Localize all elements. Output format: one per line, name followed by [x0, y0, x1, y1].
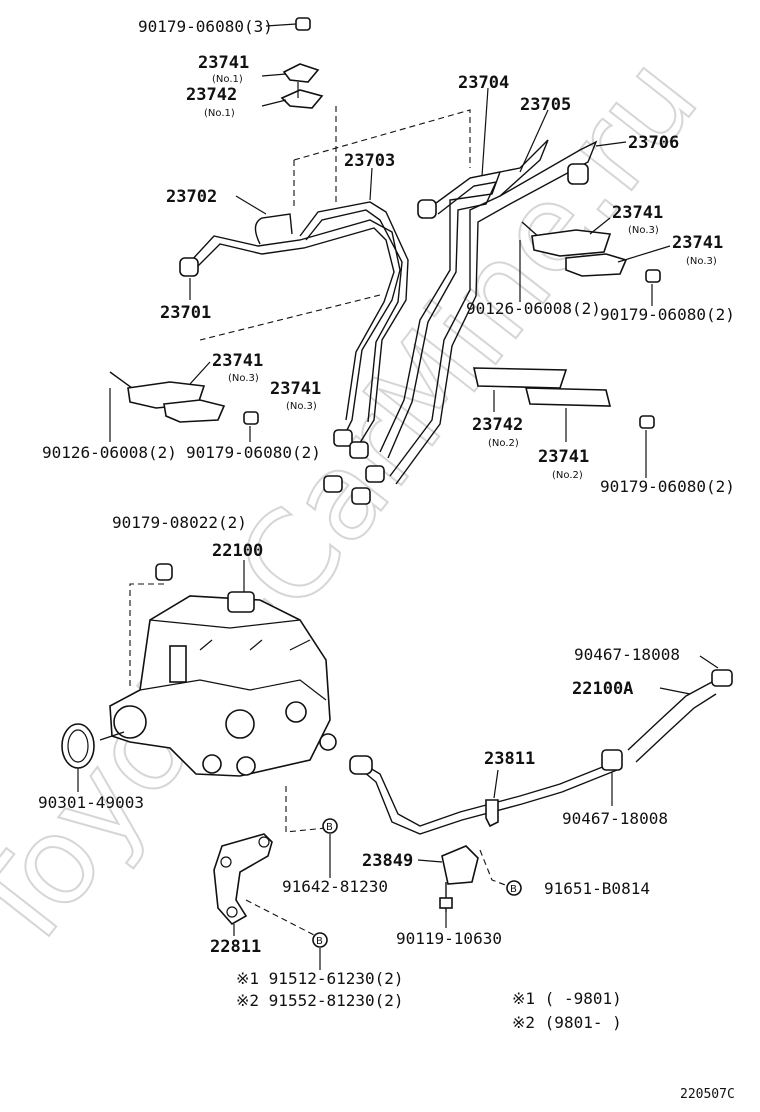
pipe-end-nut — [323, 475, 343, 493]
pipe-end-nut — [179, 257, 199, 277]
pipe-end-nut — [417, 199, 437, 219]
bracket-22811 — [213, 833, 273, 926]
label-90179-06080-left: 90179-06080(2) — [186, 443, 321, 462]
nut-left — [243, 411, 259, 425]
label-22811: 22811 — [210, 937, 261, 957]
clamp-23741-no3-right-a — [531, 229, 612, 257]
label-23741-no3-left-b: 23741 — [270, 379, 321, 399]
label-90179-08022: 90179-08022(2) — [112, 513, 247, 532]
clamp-23741-no1-icon — [282, 63, 320, 83]
b-marker-mid-text: B — [326, 822, 333, 833]
label-23849: 23849 — [362, 851, 413, 871]
fuel-pipe-23811 — [349, 755, 623, 835]
label-23705: 23705 — [520, 95, 571, 115]
label-23741-no1-sub: (No.1) — [212, 74, 243, 85]
label-23741-no3-left-a: 23741 — [212, 351, 263, 371]
note-1: ※1 ( -9801) — [512, 989, 622, 1008]
clamp-23741-no2-icon — [524, 387, 612, 407]
label-22100A: 22100A — [572, 679, 633, 699]
label-23741-no3-right-a-sub: (No.3) — [628, 225, 659, 236]
label-91512-61230: ※1 91512-61230(2) — [236, 969, 404, 988]
pipe-end-nut — [365, 465, 385, 483]
pipe-end-nut — [567, 163, 589, 185]
label-90467-18008-top: 90467-18008 — [574, 645, 680, 664]
label-91651-B0814: 91651-B0814 — [544, 879, 650, 898]
label-23704: 23704 — [458, 73, 509, 93]
label-23741-no3-right-b: 23741 — [672, 233, 723, 253]
label-22100: 22100 — [212, 541, 263, 561]
label-23703: 23703 — [344, 151, 395, 171]
label-23742-no2-sub: (No.2) — [488, 438, 519, 449]
label-23741-no3-right-a: 23741 — [612, 203, 663, 223]
b-marker-bottom — [312, 932, 328, 948]
nut-90179-06080-top — [295, 17, 311, 31]
pipe-end-nut — [351, 487, 371, 505]
label-23811: 23811 — [484, 749, 535, 769]
nut-right-upper — [645, 269, 661, 283]
label-90179-06080-lower: 90179-06080(2) — [600, 477, 735, 496]
hose-22100A — [627, 681, 717, 763]
label-91642-81230: 91642-81230 — [282, 877, 388, 896]
label-23741-no3-left-a-sub: (No.3) — [228, 373, 259, 384]
label-90119-10630: 90119-10630 — [396, 929, 502, 948]
label-23741-no3-right-b-sub: (No.3) — [686, 256, 717, 267]
label-23741-no1: 23741 — [198, 53, 249, 73]
bracket-23849 — [441, 845, 479, 885]
nut-90179-08022 — [155, 563, 173, 581]
label-23741-no2-sub: (No.2) — [552, 470, 583, 481]
clip-90467-18008-top — [711, 669, 733, 687]
clip-90467-18008-bottom — [601, 749, 623, 771]
pipe-end-nut — [349, 441, 369, 459]
watermark: Toyota-CarMine.ru — [0, 32, 725, 979]
label-90301-49003: 90301-49003 — [38, 793, 144, 812]
label-90126-06008-right: 90126-06008(2) — [466, 299, 601, 318]
label-90179-06080-3: 90179-06080(3) — [138, 17, 273, 36]
label-91552-81230: ※2 91552-81230(2) — [236, 991, 404, 1010]
label-23742-no2: 23742 — [472, 415, 523, 435]
note-2: ※2 (9801- ) — [512, 1013, 622, 1032]
bolt-90119-10630 — [439, 882, 453, 912]
nut-right-lower — [639, 415, 655, 429]
clamp-23742-no2-icon — [472, 367, 568, 389]
clamp-23741-no3-right-b — [565, 253, 628, 277]
injection-pump-22100 — [99, 591, 337, 777]
pipe-end-nut — [333, 429, 353, 447]
clamp-23741-no3-left-b — [163, 399, 226, 423]
label-23742-no1: 23742 — [186, 85, 237, 105]
b-marker-right-text: B — [510, 884, 517, 895]
b-marker-right — [506, 880, 522, 896]
label-90126-06008-left: 90126-06008(2) — [42, 443, 177, 462]
label-23742-no1-sub: (No.1) — [204, 108, 235, 119]
injection-pipe-bundle — [189, 139, 598, 485]
label-23706: 23706 — [628, 133, 679, 153]
diagram-code: 220507C — [680, 1087, 735, 1102]
label-23701: 23701 — [160, 303, 211, 323]
b-marker-mid — [322, 818, 338, 834]
label-90467-18008-bottom: 90467-18008 — [562, 809, 668, 828]
label-23741-no2: 23741 — [538, 447, 589, 467]
label-23741-no3-left-b-sub: (No.3) — [286, 401, 317, 412]
label-90179-06080-right: 90179-06080(2) — [600, 305, 735, 324]
label-23702: 23702 — [166, 187, 217, 207]
stud-90126-06008-left — [109, 371, 133, 389]
clamp-23742-no1-icon — [280, 82, 324, 109]
b-marker-bottom-text: B — [316, 936, 323, 947]
